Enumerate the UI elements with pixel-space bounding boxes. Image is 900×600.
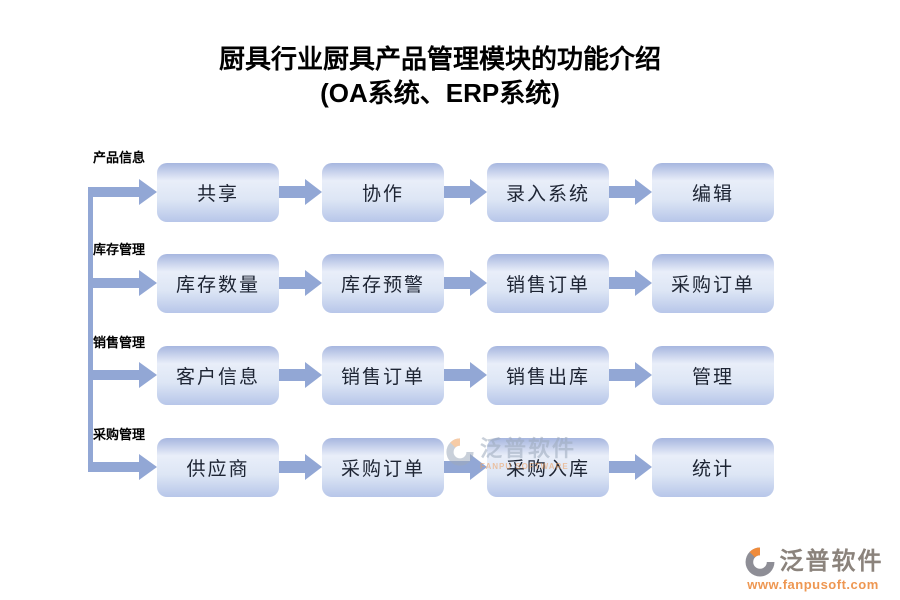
feeder-arrow-icon xyxy=(88,454,157,480)
flow-arrow-icon xyxy=(279,179,322,205)
flow-node: 采购订单 xyxy=(652,254,774,313)
flow-node: 客户信息 xyxy=(157,346,279,405)
flow-node: 销售订单 xyxy=(322,346,444,405)
footer-brand-logo: 泛普软件 www.fanpusoft.com xyxy=(738,545,888,592)
flow-node: 采购入库 xyxy=(487,438,609,497)
vertical-connector-line xyxy=(88,188,93,470)
flow-node: 库存数量 xyxy=(157,254,279,313)
row-label-purchase-mgmt: 采购管理 xyxy=(93,427,146,442)
flow-arrow-icon xyxy=(609,179,652,205)
flow-node: 供应商 xyxy=(157,438,279,497)
flow-node: 共享 xyxy=(157,163,279,222)
footer-brand-name: 泛普软件 xyxy=(779,548,884,575)
row-label-product-info: 产品信息 xyxy=(93,150,146,165)
page-title: 厨具行业厨具产品管理模块的功能介绍 (OA系统、ERP系统) xyxy=(0,42,880,110)
flow-node: 销售出库 xyxy=(487,346,609,405)
flow-node: 统计 xyxy=(652,438,774,497)
flow-arrow-icon xyxy=(609,454,652,480)
row-label-inventory-mgmt: 库存管理 xyxy=(93,242,146,257)
flow-arrow-icon xyxy=(279,362,322,388)
footer-brand-url: www.fanpusoft.com xyxy=(747,577,879,592)
flow-node: 库存预警 xyxy=(322,254,444,313)
flow-node: 管理 xyxy=(652,346,774,405)
flow-arrow-icon xyxy=(279,454,322,480)
title-line-1: 厨具行业厨具产品管理模块的功能介绍 xyxy=(218,44,661,74)
flow-arrow-icon xyxy=(444,362,487,388)
flow-arrow-icon xyxy=(279,270,322,296)
row-label-sales-mgmt: 销售管理 xyxy=(93,335,146,350)
flow-node: 编辑 xyxy=(652,163,774,222)
flow-node: 录入系统 xyxy=(487,163,609,222)
flow-node: 销售订单 xyxy=(487,254,609,313)
feeder-arrow-icon xyxy=(88,179,157,205)
flow-arrow-icon xyxy=(609,270,652,296)
fanpu-logo-icon xyxy=(745,547,774,577)
flow-arrow-icon xyxy=(444,270,487,296)
flow-arrow-icon xyxy=(609,362,652,388)
flow-arrow-icon xyxy=(444,179,487,205)
flow-arrow-icon xyxy=(444,454,487,480)
flow-node: 协作 xyxy=(322,163,444,222)
flow-node: 采购订单 xyxy=(322,438,444,497)
feeder-arrow-icon xyxy=(88,270,157,296)
title-line-2: (OA系统、ERP系统) xyxy=(320,78,560,108)
feeder-arrow-icon xyxy=(88,362,157,388)
